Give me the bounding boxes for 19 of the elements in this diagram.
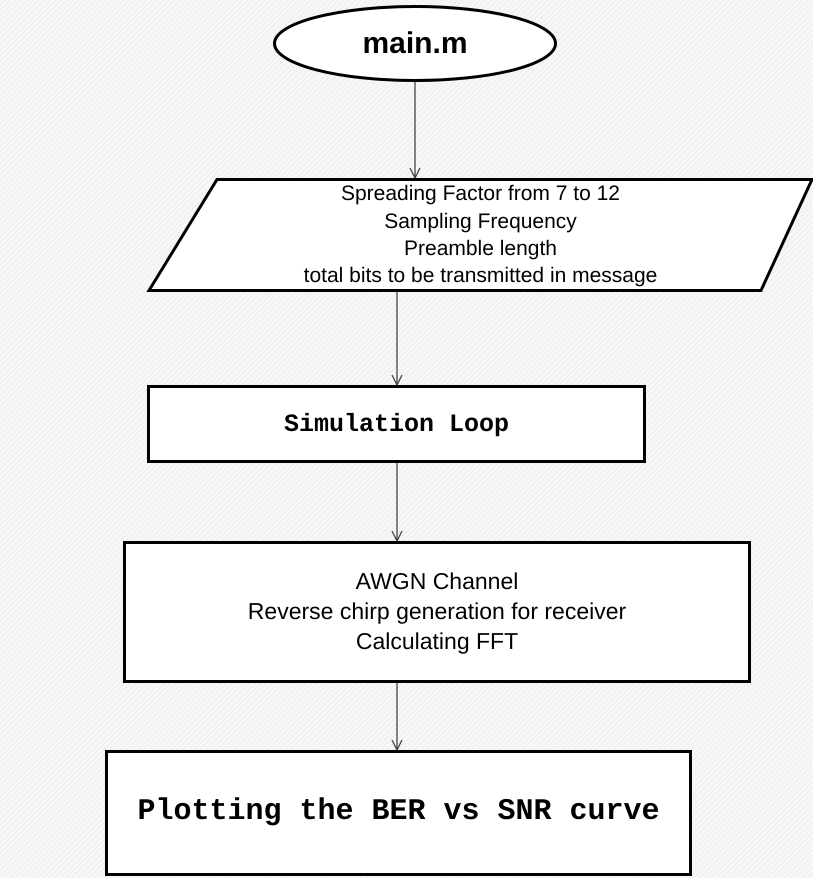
step-text: Spreading Factor from 7 to 12 (341, 181, 620, 208)
step-text: Calculating FFT (356, 626, 518, 656)
step-text: AWGN Channel (356, 567, 518, 596)
process-box (105, 750, 692, 876)
start-ellipse (273, 5, 557, 82)
process-box (123, 541, 751, 683)
step-text: Preamble length (404, 236, 557, 262)
arrow (409, 82, 421, 179)
step-text: main.m (362, 26, 468, 62)
step-text: total bits to be transmitted in message (304, 263, 658, 290)
input-parallelogram (148, 178, 813, 292)
process-box (147, 385, 646, 463)
step-label: Plotting the BER vs SNR curve (136, 794, 661, 832)
step-text: Reverse chirp generation for receiver (248, 597, 626, 626)
arrow (391, 683, 403, 751)
arrow (391, 463, 403, 542)
arrow (391, 292, 403, 386)
step-label: Simulation Loop (284, 410, 510, 438)
step-text: Sampling Frequency (384, 208, 577, 235)
